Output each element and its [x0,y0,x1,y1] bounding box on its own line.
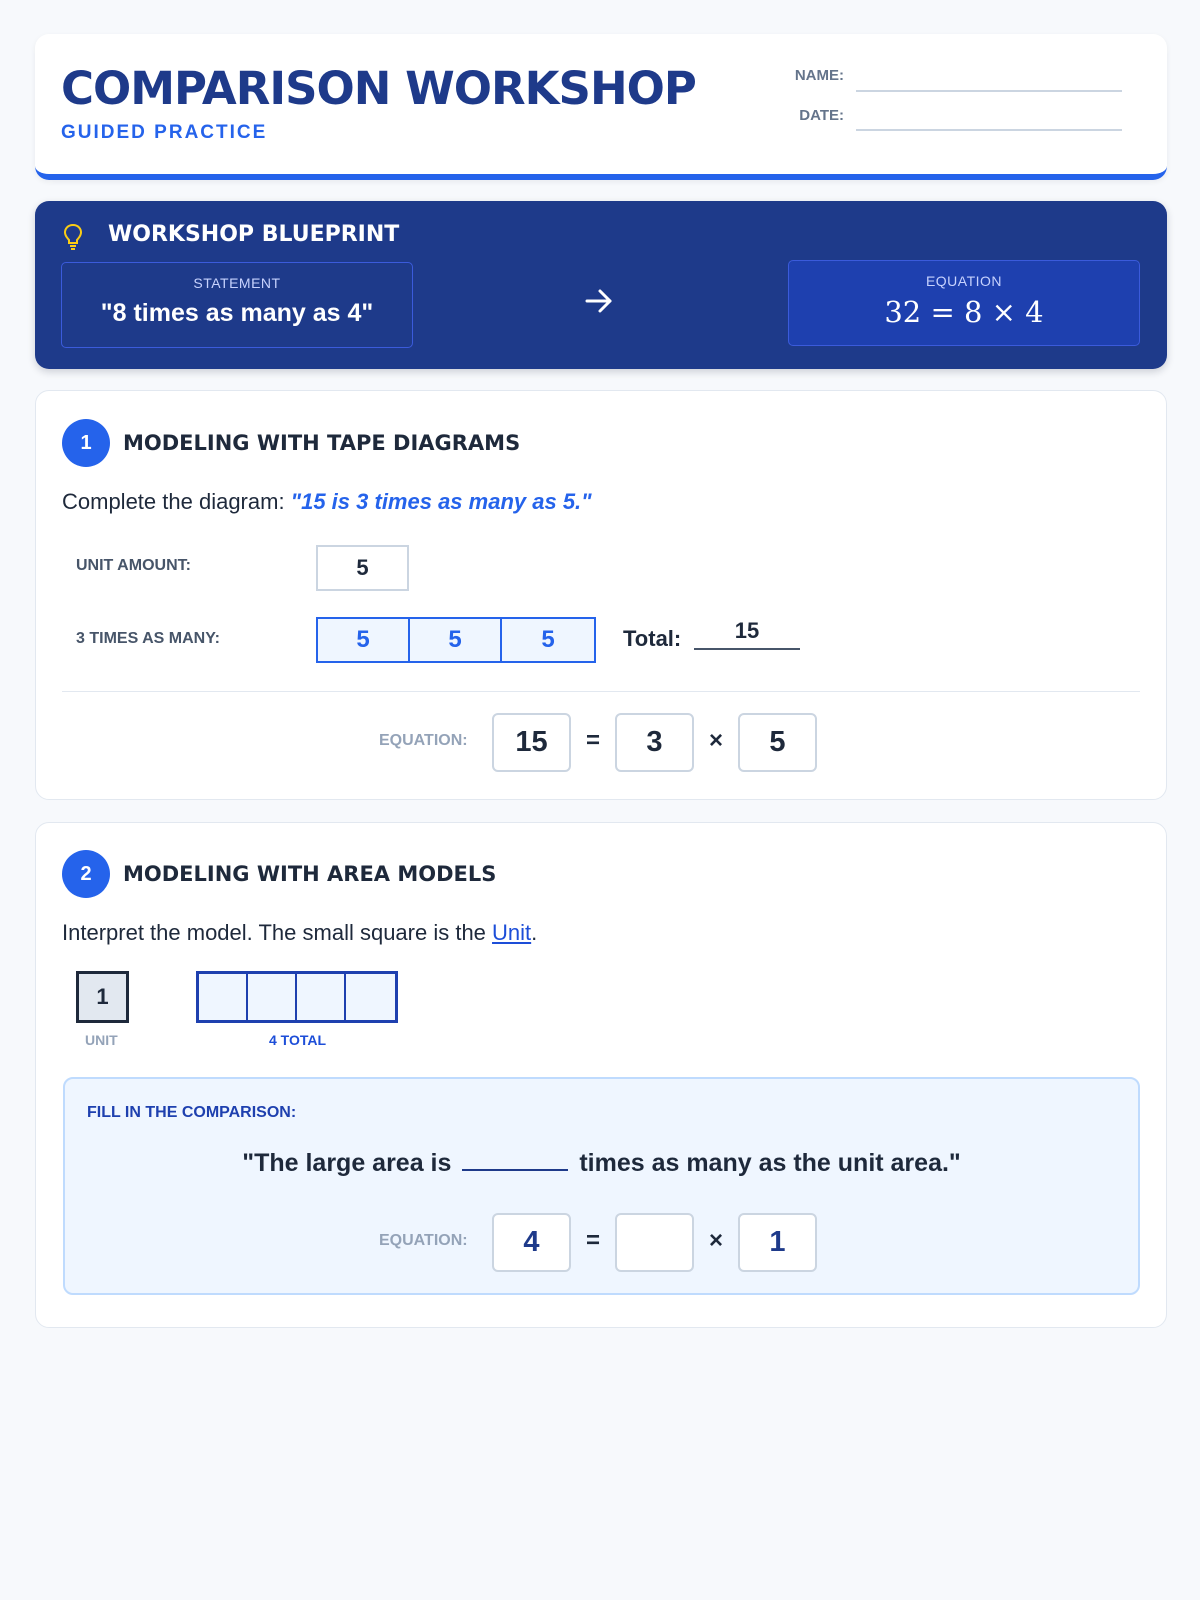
fill-title: FILL IN THE COMPARISON: [87,1104,297,1121]
unit-caption: UNIT [85,1032,118,1048]
prompt-quote: "15 is 3 times as many as 5." [290,489,592,514]
name-label: NAME: [794,67,844,84]
section-tape-diagrams: 1 MODELING WITH TAPE DIAGRAMS Complete t… [35,390,1167,800]
prompt-text: Interpret the model. The small square is… [62,920,493,945]
equals-sign: = [585,1227,600,1254]
unit-link[interactable]: Unit [492,920,532,945]
date-field[interactable] [856,129,1122,131]
equation-unit-box[interactable]: 1 [738,1213,817,1272]
statement-label: STATEMENT [193,275,281,291]
date-label: DATE: [799,107,844,124]
equation-box: EQUATION 32 = 8 × 4 [788,260,1140,346]
area-cell [297,974,346,1020]
section-area-models: 2 MODELING WITH AREA MODELS Interpret th… [35,822,1167,1328]
tape-diagram: 5 5 5 [316,617,596,663]
section-number-badge: 1 [62,419,110,467]
prompt-end: . [531,920,538,945]
unit-amount-box[interactable]: 5 [316,545,409,591]
tape-segment[interactable]: 5 [410,619,502,661]
section-title: MODELING WITH AREA MODELS [123,862,497,886]
equation-unit-box[interactable]: 5 [738,713,817,772]
comparison-sentence: "The large area is times as many as the … [65,1149,1138,1178]
equation-text: 32 = 8 × 4 [884,295,1044,329]
section-prompt: Interpret the model. The small square is… [62,920,537,946]
tape-segment[interactable]: 5 [318,619,410,661]
sentence-start: "The large area is [242,1149,452,1177]
times-sign: × [708,1227,723,1254]
area-model [196,971,398,1023]
sentence-blank[interactable] [462,1151,569,1171]
equation-result-box[interactable]: 15 [492,713,571,772]
unit-square: 1 [76,971,129,1023]
section-title: MODELING WITH TAPE DIAGRAMS [123,431,521,455]
equation-label: EQUATION: [379,1232,468,1249]
total-answer-field[interactable]: 15 [694,618,800,650]
fill-in-comparison-box: FILL IN THE COMPARISON: "The large area … [63,1077,1140,1295]
blueprint-title: WORKSHOP BLUEPRINT [108,222,400,247]
unit-amount-label: UNIT AMOUNT: [76,557,191,574]
worksheet-header: COMPARISON WORKSHOP GUIDED PRACTICE NAME… [35,34,1167,180]
equation-label: EQUATION [925,273,1003,289]
section-divider [62,691,1140,692]
times-as-many-label: 3 TIMES AS MANY: [76,630,221,647]
sentence-end: times as many as the unit area." [579,1149,961,1177]
area-cell [199,974,248,1020]
equals-sign: = [585,727,600,754]
equation-row: EQUATION: 15 = 3 × 5 [36,713,1166,773]
equation-factor-box[interactable] [615,1213,694,1272]
area-caption: 4 TOTAL [268,1032,327,1048]
area-cell [346,974,395,1020]
page-title: COMPARISON WORKSHOP [61,62,697,115]
statement-text: "8 times as many as 4" [100,299,374,327]
equation-result-box[interactable]: 4 [492,1213,571,1272]
workshop-blueprint: WORKSHOP BLUEPRINT STATEMENT "8 times as… [35,201,1167,369]
tape-segment[interactable]: 5 [541,626,555,653]
equation-label: EQUATION: [379,732,468,749]
equation-factor-box[interactable]: 3 [615,713,694,772]
equation-row: EQUATION: 4 = × 1 [65,1213,1138,1273]
statement-box: STATEMENT "8 times as many as 4" [61,262,413,348]
total-label: Total: [623,626,682,651]
area-cell [248,974,297,1020]
section-prompt: Complete the diagram: "15 is 3 times as … [62,489,592,515]
name-field[interactable] [856,90,1122,92]
prompt-text: Complete the diagram: [62,489,291,514]
lightbulb-icon [63,223,83,256]
page-subtitle: GUIDED PRACTICE [61,122,268,143]
section-number-badge: 2 [62,850,110,898]
times-sign: × [708,727,723,754]
arrow-right-icon [583,285,615,322]
